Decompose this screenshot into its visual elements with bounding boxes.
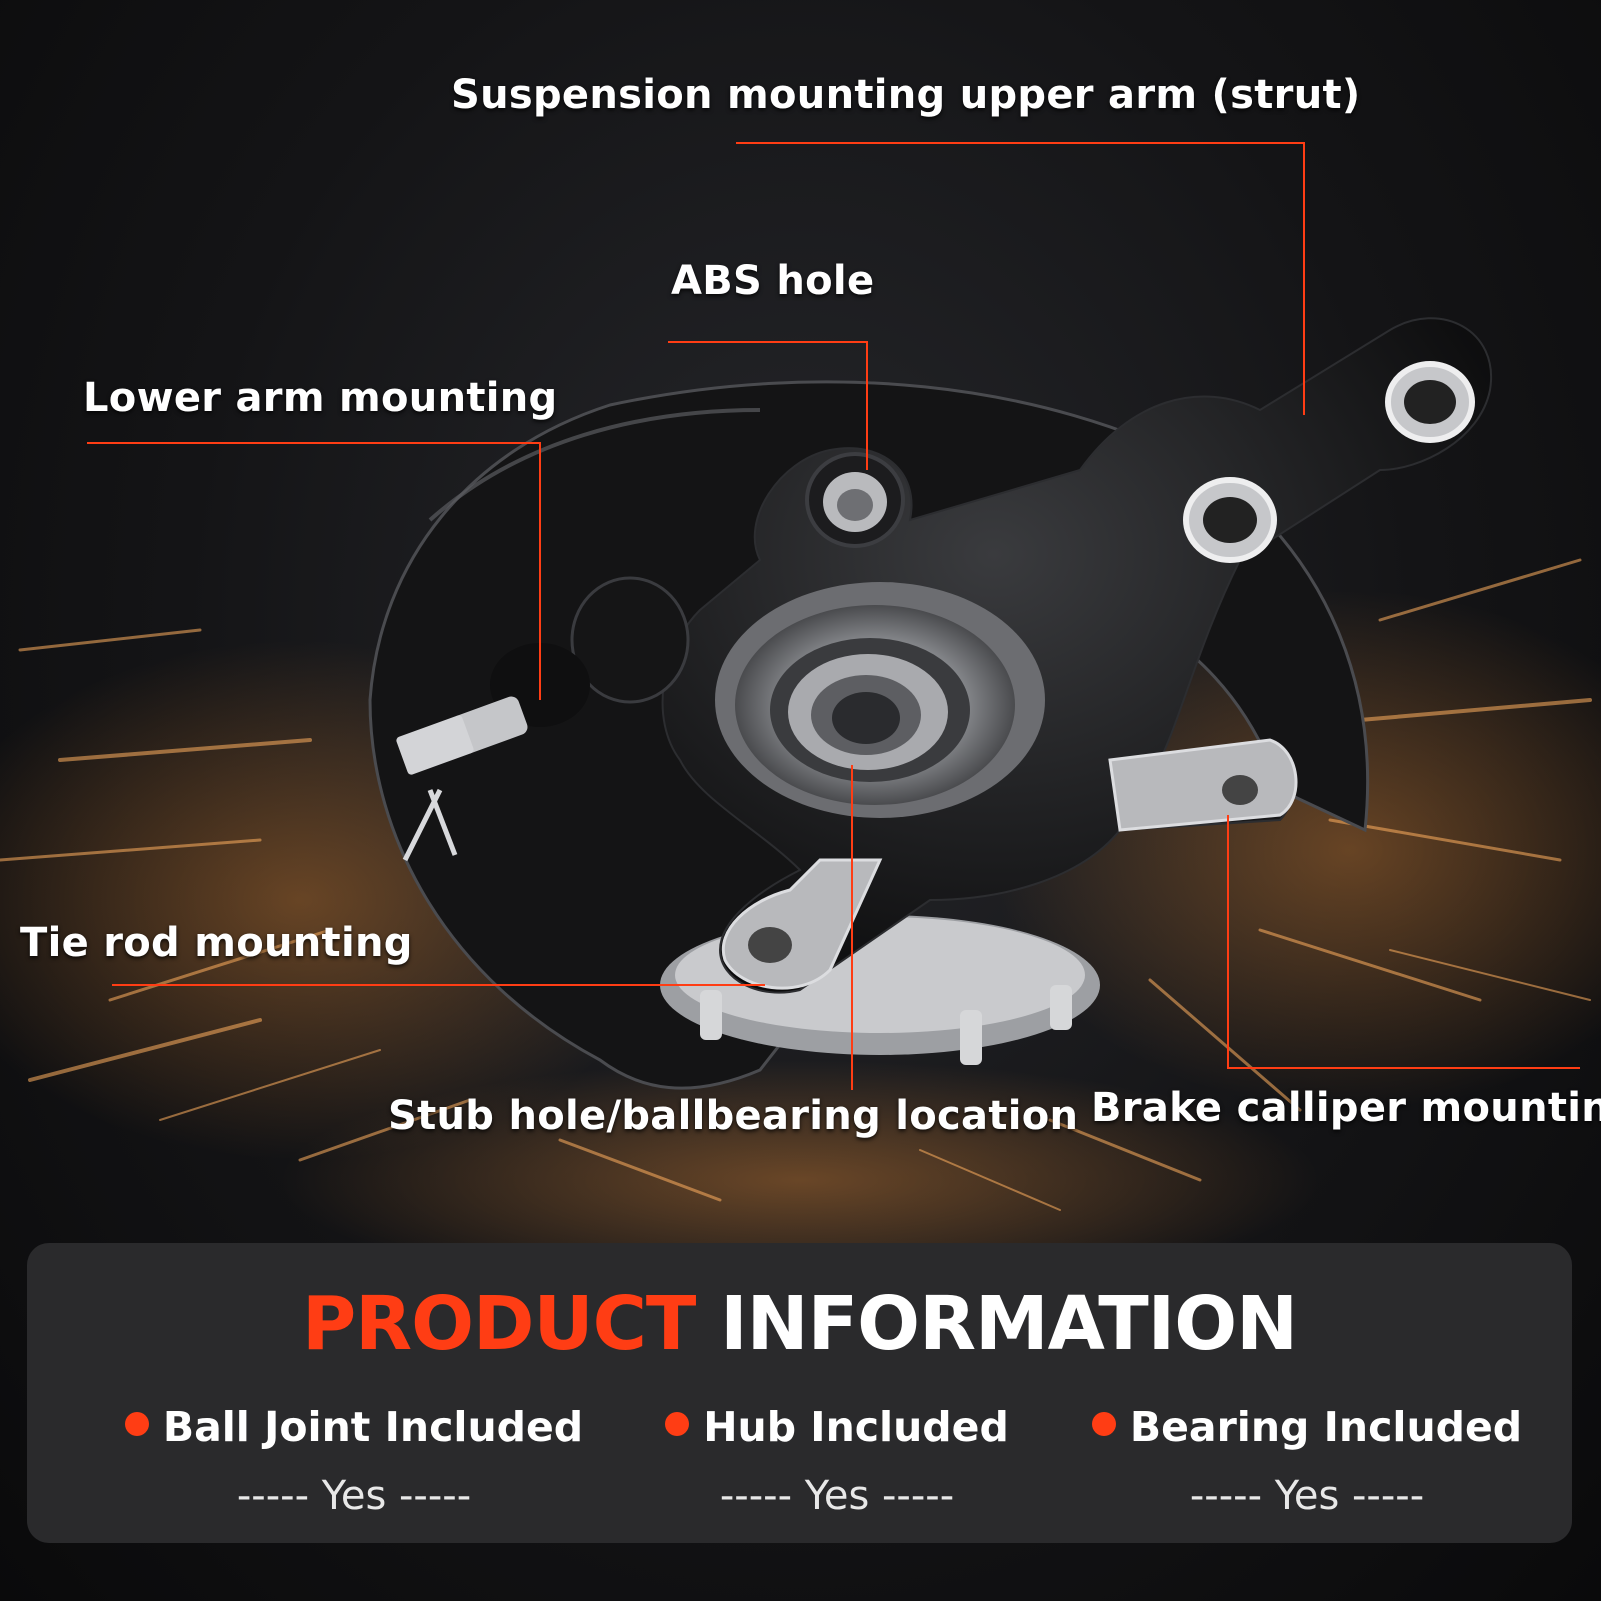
callout-stub-hole: Stub hole/ballbearing location <box>388 1093 1079 1139</box>
knuckle-body <box>661 317 1493 994</box>
leader-strut <box>736 142 1305 415</box>
bullet-dot <box>665 1412 690 1436</box>
feature-bearing: Bearing Included ----- Yes ----- <box>1067 1403 1547 1519</box>
bullet-dot <box>1091 1412 1116 1436</box>
feature-value: ----- Yes ----- <box>236 1473 472 1519</box>
leader-lower-arm <box>87 442 541 700</box>
callout-strut-mounting: Suspension mounting upper arm (strut) <box>451 72 1361 118</box>
leader-abs <box>668 341 868 470</box>
feature-label: Ball Joint Included <box>162 1403 584 1451</box>
wheel-bearing <box>715 582 1045 818</box>
feature-hub: Hub Included ----- Yes ----- <box>597 1403 1077 1519</box>
feature-label: Bearing Included <box>1129 1403 1523 1451</box>
sparks <box>0 558 1592 1211</box>
feature-ball-joint: Ball Joint Included ----- Yes ----- <box>114 1403 594 1519</box>
callout-abs-hole: ABS hole <box>671 258 875 304</box>
feature-value: ----- Yes ----- <box>1189 1473 1425 1519</box>
ball-joint <box>396 576 690 862</box>
feature-value: ----- Yes ----- <box>719 1473 955 1519</box>
leader-brake <box>1227 815 1580 1069</box>
callout-brake-calliper: Brake calliper mounting <box>1091 1085 1601 1131</box>
feature-label: Hub Included <box>703 1403 1009 1451</box>
bullet-dot <box>124 1412 149 1436</box>
shield-highlight <box>428 408 761 522</box>
panel-title: PRODUCT INFORMATION <box>27 1281 1572 1367</box>
leader-lines <box>87 142 1580 1090</box>
callout-tie-rod-mounting: Tie rod mounting <box>20 920 413 966</box>
product-information-panel: PRODUCT INFORMATION Ball Joint Included … <box>27 1243 1572 1543</box>
panel-title-rest: INFORMATION <box>720 1281 1298 1367</box>
callout-lower-arm-mounting: Lower arm mounting <box>83 375 558 421</box>
panel-title-accent: PRODUCT <box>301 1281 696 1367</box>
